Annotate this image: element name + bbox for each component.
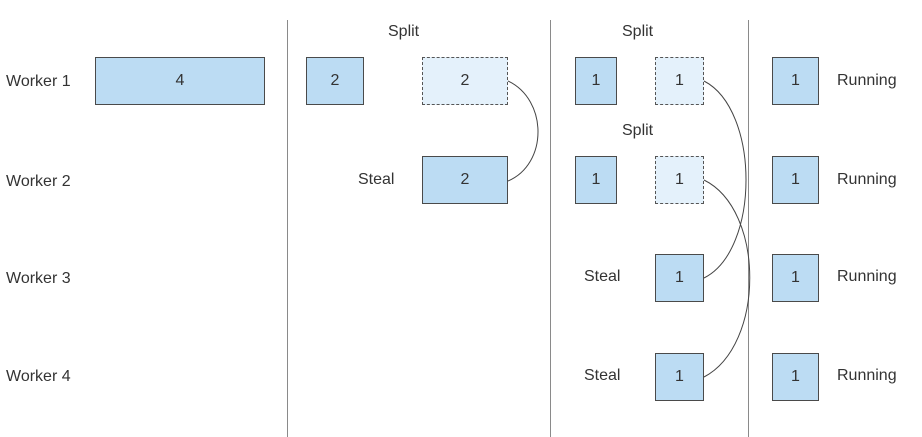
stage4-worker1-status: Running [837,72,897,89]
worker-2-label: Worker 2 [6,173,71,190]
stage2-split-header: Split [388,23,420,40]
steal-connector-stage3-to-worker4 [703,179,751,378]
stage-divider-2 [550,20,551,437]
stage3-worker2-kept-box: 1 [575,156,617,204]
stage2-worker1-split-box: 2 [422,57,508,105]
stage3-worker1-kept-box: 1 [575,57,617,105]
stage4-worker3-status: Running [837,268,897,285]
stage2-worker1-kept-box: 2 [306,57,364,105]
worker-1-label: Worker 1 [6,73,71,90]
stage4-worker2-task-box: 1 [772,156,819,204]
stage-divider-3 [748,20,749,437]
stage3-split-header: Split [622,23,654,40]
stage3-worker3-stolen-box: 1 [655,254,704,302]
stage3-worker4-stolen-box: 1 [655,353,704,401]
worker-4-label: Worker 4 [6,368,71,385]
stage2-steal-label: Steal [358,171,395,188]
stage1-worker1-task-box: 4 [95,57,265,105]
stage3-inner-split-header: Split [622,122,654,139]
stage3-worker3-steal-label: Steal [584,268,621,285]
stage4-worker1-task-box: 1 [772,57,819,105]
stage3-worker1-split-box: 1 [655,57,704,105]
stage4-worker2-status: Running [837,171,897,188]
steal-connector-stage2 [507,80,539,182]
worker-3-label: Worker 3 [6,270,71,287]
stage4-worker4-status: Running [837,367,897,384]
stage2-worker2-stolen-box: 2 [422,156,508,204]
stage-divider-1 [287,20,288,437]
stage4-worker3-task-box: 1 [772,254,819,302]
stage3-worker4-steal-label: Steal [584,367,621,384]
stage4-worker4-task-box: 1 [772,353,819,401]
steal-connector-stage3-to-worker3 [703,80,747,279]
stage3-worker2-split-box: 1 [655,156,704,204]
